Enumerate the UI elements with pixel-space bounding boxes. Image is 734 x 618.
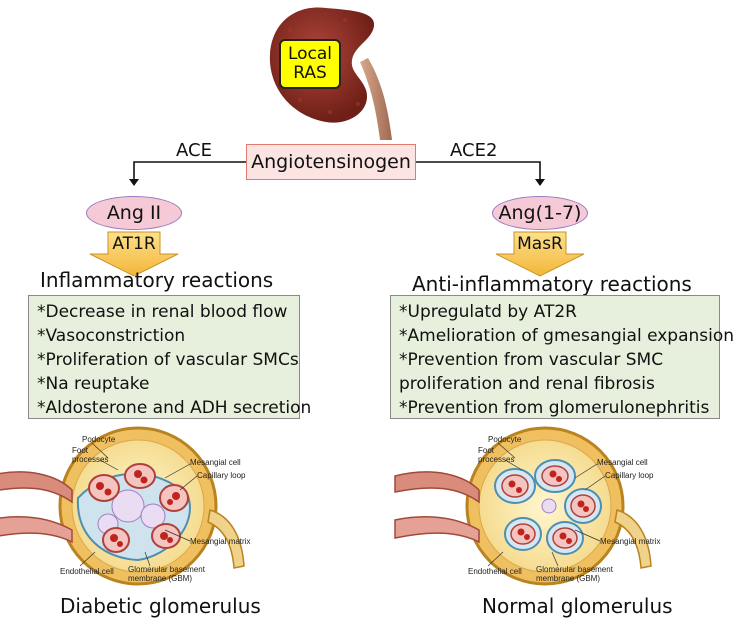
inflammatory-effect-item: *Proliferation of vascular SMCs	[37, 350, 299, 370]
local-ras-label: Local RAS	[279, 39, 341, 89]
anti-inflammatory-effect-item: *Prevention from vascular SMC	[399, 350, 664, 370]
anti-inflammatory-effect-item: proliferation and renal fibrosis	[399, 374, 655, 394]
anti-inflammatory-effects-box: *Upregulatd by AT2R *Amelioration of gme…	[390, 295, 734, 419]
podocyte-label: Podocyte	[488, 435, 522, 444]
mesangial-cell-label: Mesangial cell	[190, 458, 241, 467]
mesangial-matrix-label: Mesangial matrix	[600, 537, 661, 546]
normal-glomerulus-illustration	[394, 426, 652, 586]
capillary-loop-label: Capillary loop	[605, 471, 654, 480]
mesangial-matrix-label: Mesangial matrix	[190, 537, 251, 546]
angiotensinogen-box: Angiotensinogen	[246, 144, 416, 180]
branch-arrows	[133, 161, 541, 180]
inflammatory-heading: Inflammatory reactions	[40, 268, 274, 292]
ang-1-7-label: Ang(1-7)	[498, 202, 582, 224]
inflammatory-effect-item: *Aldosterone and ADH secretion	[37, 398, 312, 418]
diabetic-glomerulus-caption: Diabetic glomerulus	[60, 594, 261, 618]
mesangial-cell-label: Mesangial cell	[597, 458, 648, 467]
inflammatory-effect-item: *Vasoconstriction	[37, 326, 186, 346]
ace2-label: ACE2	[450, 140, 498, 161]
local-ras-line1: Local	[287, 44, 333, 64]
endothelial-cell-label: Endothelial cell	[468, 567, 522, 576]
ang-1-7-node: Ang(1-7)	[492, 196, 588, 230]
normal-glomerulus-caption: Normal glomerulus	[482, 594, 673, 618]
foot-processes-label: Foot processes	[72, 446, 109, 464]
local-ras-line2: RAS	[293, 63, 327, 83]
anti-inflammatory-effect-item: *Upregulatd by AT2R	[399, 302, 577, 322]
at1r-label: AT1R	[112, 234, 156, 254]
angiotensinogen-label: Angiotensinogen	[251, 151, 411, 173]
capillary-loop-label: Capillary loop	[197, 471, 246, 480]
podocyte-label: Podocyte	[82, 435, 116, 444]
gbm-label: Glomerular basement membrane (GBM)	[128, 565, 205, 583]
at1r-arrow-shape	[89, 231, 179, 277]
anti-inflammatory-effect-item: *Amelioration of gmesangial expansion	[399, 326, 734, 346]
anti-inflammatory-effect-item: *Prevention from glomerulonephritis	[399, 398, 710, 418]
endothelial-cell-label: Endothelial cell	[60, 567, 114, 576]
ang-ii-label: Ang II	[106, 202, 162, 224]
arrowhead-left	[129, 179, 139, 186]
arrowhead-right	[535, 179, 545, 186]
inflammatory-effect-item: *Decrease in renal blood flow	[37, 302, 288, 322]
masr-arrow-shape	[495, 231, 585, 277]
inflammatory-effects-box: *Decrease in renal blood flow *Vasoconst…	[28, 295, 312, 419]
foot-processes-label: Foot processes	[478, 446, 515, 464]
gbm-label: Glomerular basement membrane (GBM)	[536, 565, 613, 583]
anti-inflammatory-heading: Anti-inflammatory reactions	[412, 272, 692, 296]
diabetic-glomerulus-illustration	[0, 426, 245, 586]
ang-ii-node: Ang II	[86, 196, 182, 230]
masr-label: MasR	[517, 234, 563, 254]
inflammatory-effect-item: *Na reuptake	[37, 374, 150, 394]
ace-label: ACE	[176, 140, 212, 161]
figure-leader-lines	[79, 442, 606, 567]
